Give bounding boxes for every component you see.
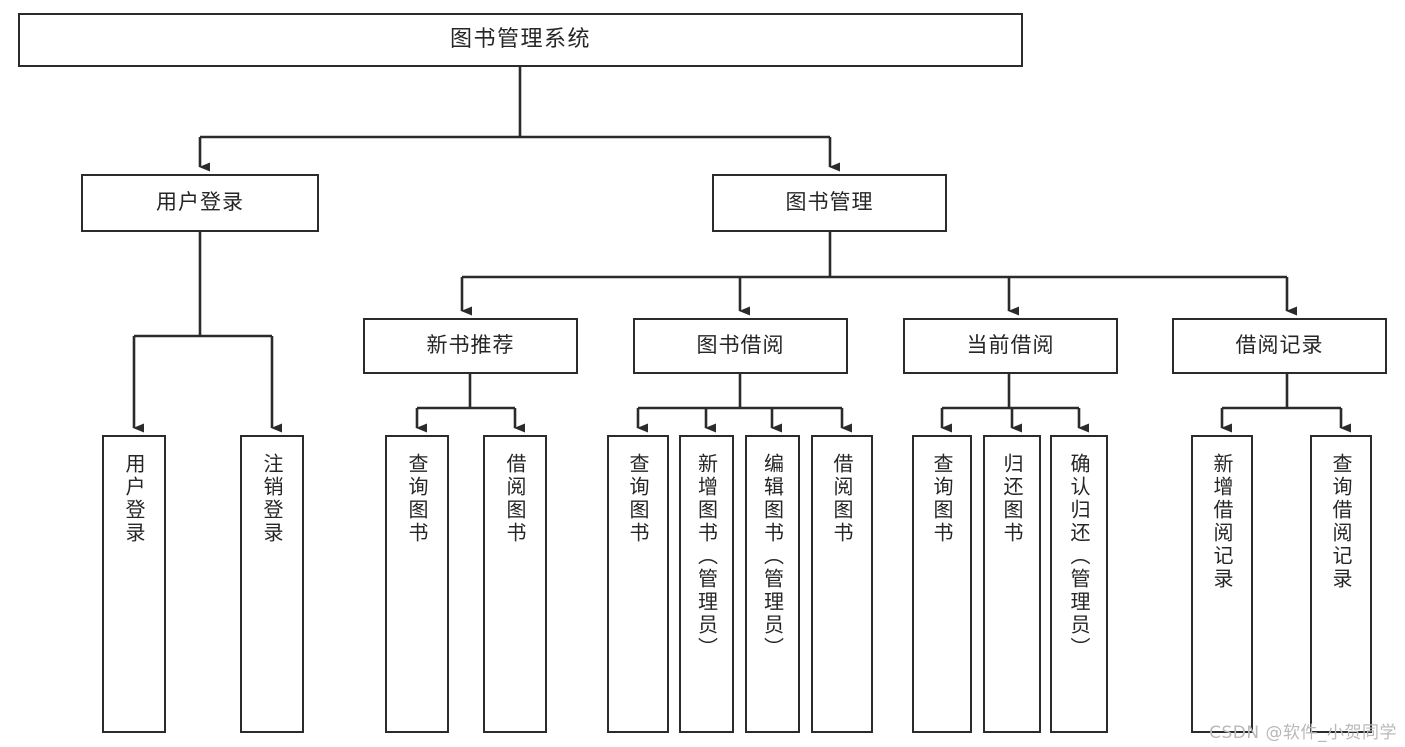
node-leaf-borrow-book-1[interactable]: 借阅图书 (483, 435, 547, 733)
node-new-book-recommend[interactable]: 新书推荐 (363, 318, 578, 374)
node-root-label: 图书管理系统 (449, 26, 591, 52)
node-book-borrow[interactable]: 图书借阅 (633, 318, 848, 374)
node-user-login[interactable]: 用户登录 (81, 174, 319, 232)
node-leaf-query-book-2-label: 查询图书 (626, 453, 650, 545)
csdn-watermark: CSDN @软件_小贺同学 (1209, 723, 1397, 743)
node-leaf-confirm-return[interactable]: 确认归还（管理员） (1050, 435, 1108, 733)
node-leaf-add-book-label: 新增图书（管理员） (694, 453, 719, 660)
node-leaf-add-record[interactable]: 新增借阅记录 (1191, 435, 1253, 733)
node-borrow-record[interactable]: 借阅记录 (1172, 318, 1387, 374)
node-borrow-record-label: 借阅记录 (1235, 333, 1324, 358)
node-leaf-query-book-3[interactable]: 查询图书 (912, 435, 972, 733)
node-leaf-confirm-return-label: 确认归还（管理员） (1067, 453, 1091, 660)
node-root[interactable]: 图书管理系统 (18, 13, 1023, 67)
node-leaf-add-book[interactable]: 新增图书（管理员） (679, 435, 734, 733)
node-leaf-borrow-book-1-label: 借阅图书 (503, 453, 527, 545)
node-user-login-label: 用户登录 (156, 190, 244, 215)
node-leaf-edit-book-label: 编辑图书（管理员） (760, 453, 785, 660)
node-leaf-query-book-2[interactable]: 查询图书 (607, 435, 669, 733)
node-leaf-return-book[interactable]: 归还图书 (983, 435, 1041, 733)
node-leaf-query-book-1[interactable]: 查询图书 (385, 435, 449, 733)
node-leaf-query-book-1-label: 查询图书 (405, 453, 429, 545)
node-current-borrow[interactable]: 当前借阅 (903, 318, 1118, 374)
node-leaf-borrow-book-2-label: 借阅图书 (830, 453, 854, 545)
node-leaf-user-login[interactable]: 用户登录 (102, 435, 166, 733)
node-book-manage[interactable]: 图书管理 (712, 174, 947, 232)
node-book-manage-label: 图书管理 (785, 190, 874, 215)
node-new-book-recommend-label: 新书推荐 (426, 333, 515, 358)
node-leaf-edit-book[interactable]: 编辑图书（管理员） (745, 435, 800, 733)
node-leaf-logout-login-label: 注销登录 (260, 453, 284, 545)
node-current-borrow-label: 当前借阅 (966, 333, 1055, 358)
node-leaf-borrow-book-2[interactable]: 借阅图书 (811, 435, 873, 733)
node-leaf-user-login-label: 用户登录 (122, 453, 146, 545)
node-book-borrow-label: 图书借阅 (696, 333, 785, 358)
node-leaf-logout-login[interactable]: 注销登录 (240, 435, 304, 733)
node-leaf-query-book-3-label: 查询图书 (930, 453, 954, 545)
node-leaf-query-record-label: 查询借阅记录 (1329, 453, 1353, 591)
node-leaf-return-book-label: 归还图书 (1000, 453, 1024, 545)
node-leaf-query-record[interactable]: 查询借阅记录 (1310, 435, 1372, 733)
node-leaf-add-record-label: 新增借阅记录 (1210, 453, 1234, 591)
